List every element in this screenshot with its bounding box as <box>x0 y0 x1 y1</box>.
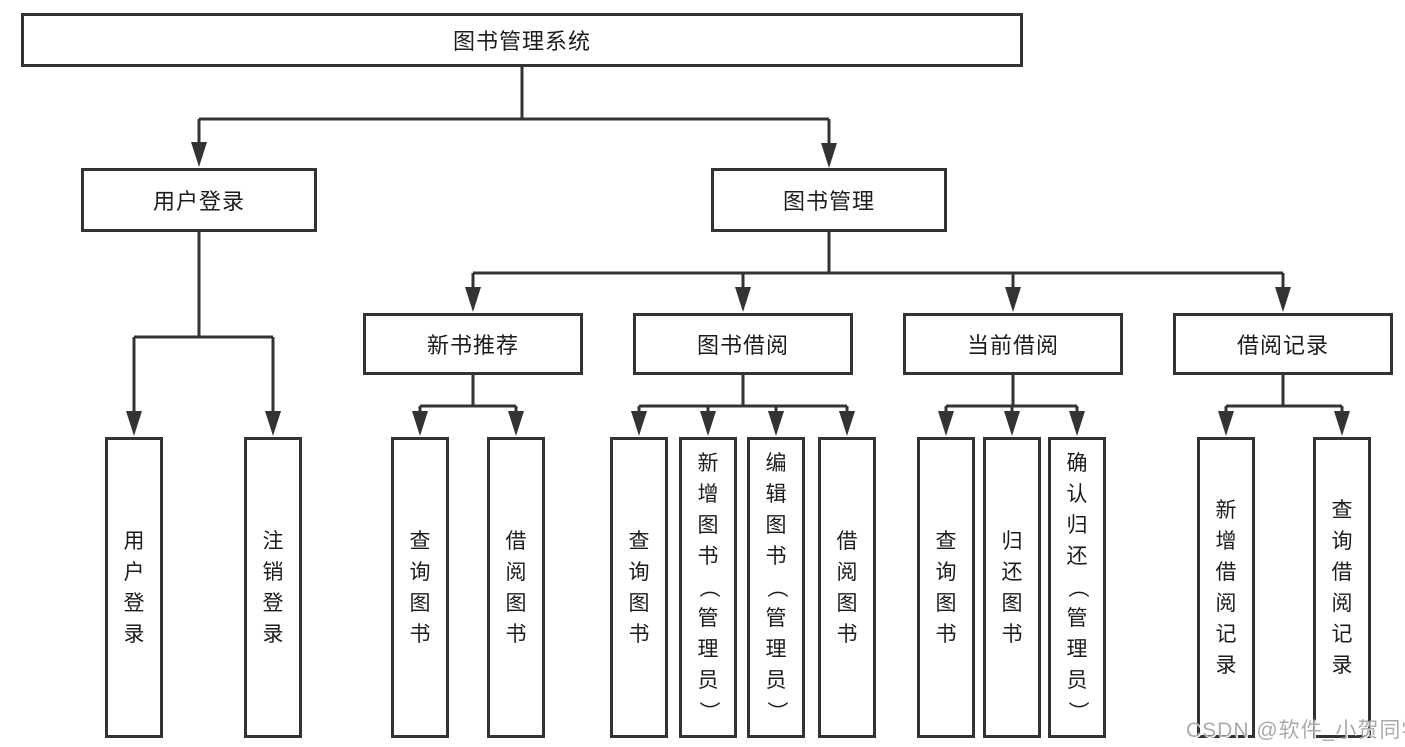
node-user-login-label: 用户登录 <box>152 189 245 214</box>
node-root-label: 图书管理系统 <box>452 29 591 54</box>
node-current-borrow: 当前借阅 <box>903 313 1123 375</box>
leaf-edit-books-admin-label: 编辑图书（管理员） <box>764 452 788 722</box>
leaf-query-books-borrow: 查询图书 <box>610 437 668 738</box>
node-borrow-records: 借阅记录 <box>1173 313 1393 375</box>
leaf-query-borrow-record: 查询借阅记录 <box>1313 437 1371 738</box>
leaf-query-borrow-record-label: 查询借阅记录 <box>1331 498 1353 677</box>
leaf-borrow-books-borrow: 借阅图书 <box>818 437 876 738</box>
leaf-query-books-newrec: 查询图书 <box>391 437 449 738</box>
node-user-login: 用户登录 <box>81 168 317 232</box>
arrowheads <box>126 142 1350 436</box>
leaf-user-login-label: 用户登录 <box>123 529 145 646</box>
leaf-add-borrow-record-label: 新增借阅记录 <box>1215 498 1237 677</box>
node-book-borrow: 图书借阅 <box>633 313 853 375</box>
node-book-borrow-label: 图书借阅 <box>696 333 789 358</box>
leaf-borrow-books-newrec-label: 借阅图书 <box>505 529 527 646</box>
node-root: 图书管理系统 <box>21 13 1023 67</box>
node-new-book-recommend-label: 新书推荐 <box>426 333 519 358</box>
leaf-logout-label: 注销登录 <box>262 529 284 646</box>
leaf-add-books-admin: 新增图书（管理员） <box>679 437 737 738</box>
node-current-borrow-label: 当前借阅 <box>966 333 1059 358</box>
leaf-user-login: 用户登录 <box>105 437 163 738</box>
node-book-management: 图书管理 <box>711 168 947 232</box>
leaf-query-books-current-label: 查询图书 <box>935 529 957 646</box>
node-new-book-recommend: 新书推荐 <box>363 313 583 375</box>
leaf-query-books-borrow-label: 查询图书 <box>628 529 650 646</box>
leaf-logout: 注销登录 <box>244 437 302 738</box>
leaf-borrow-books-newrec: 借阅图书 <box>487 437 545 738</box>
csdn-watermark: CSDN @软件_小贺同学 <box>1186 719 1405 742</box>
leaf-query-books-newrec-label: 查询图书 <box>409 529 431 646</box>
leaf-borrow-books-borrow-label: 借阅图书 <box>836 529 858 646</box>
leaf-confirm-return-admin-label: 确认归还（管理员） <box>1065 452 1089 722</box>
leaf-confirm-return-admin: 确认归还（管理员） <box>1048 437 1106 738</box>
leaf-add-borrow-record: 新增借阅记录 <box>1197 437 1255 738</box>
leaf-add-books-admin-label: 新增图书（管理员） <box>696 452 720 722</box>
leaf-edit-books-admin: 编辑图书（管理员） <box>747 437 805 738</box>
node-borrow-records-label: 借阅记录 <box>1236 333 1329 358</box>
leaf-return-books-label: 归还图书 <box>1001 529 1023 646</box>
node-book-management-label: 图书管理 <box>782 189 875 214</box>
leaf-query-books-current: 查询图书 <box>917 437 975 738</box>
leaf-return-books: 归还图书 <box>983 437 1041 738</box>
